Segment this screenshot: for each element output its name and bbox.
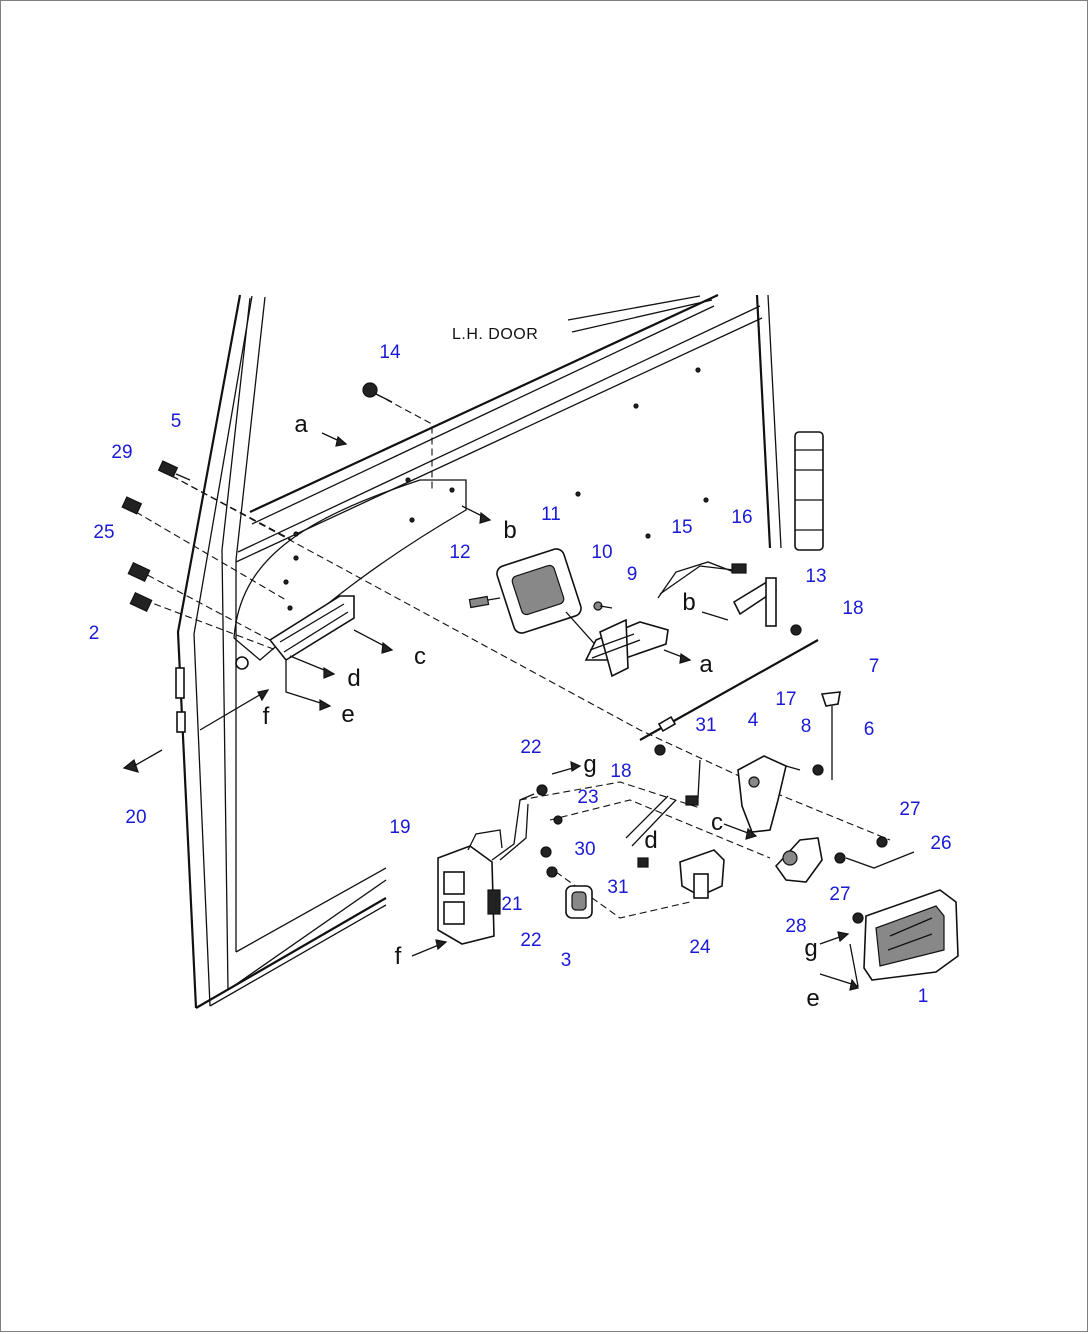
callout-c5: 5 (171, 411, 182, 432)
reference-arrows (199, 432, 860, 991)
letter-le2: e (806, 985, 819, 1012)
bolt-10 (593, 601, 613, 611)
letter-lf2: f (395, 943, 402, 970)
knob-7-rod-6 (820, 691, 841, 780)
bracket-24 (679, 849, 725, 899)
letter-lf1: f (263, 703, 270, 730)
callout-c29: 29 (111, 442, 132, 463)
door-frame (175, 294, 824, 1009)
callout-c24: 24 (689, 937, 711, 958)
callout-c1: 1 (918, 986, 929, 1007)
rod-17 (639, 639, 819, 741)
callout-c8: 8 (801, 716, 812, 737)
nut-22b (540, 846, 558, 878)
callout-c4: 4 (748, 710, 759, 731)
lock-19 (437, 793, 535, 945)
callout-c10: 10 (591, 542, 612, 563)
letter-lc1: c (414, 643, 426, 670)
leader-lines (135, 393, 891, 919)
callout-c22a: 22 (520, 737, 541, 758)
panel-hole (235, 656, 249, 670)
callout-c31b: 31 (607, 877, 628, 898)
lever-28 (774, 837, 823, 883)
callout-c27a: 27 (899, 799, 920, 820)
screw-29 (121, 496, 143, 515)
callout-c20: 20 (125, 807, 146, 828)
letter-lb2: b (682, 589, 695, 616)
nut-22a (536, 784, 548, 796)
callout-c18b: 18 (610, 761, 631, 782)
callout-c23: 23 (577, 787, 598, 808)
callout-c18a: 18 (842, 598, 863, 619)
clip-31a (685, 759, 701, 806)
striker-13 (732, 577, 778, 627)
callout-c22b: 22 (520, 930, 541, 951)
rod-26 (845, 851, 915, 869)
lock-bracket (268, 595, 355, 662)
clip-16 (731, 563, 747, 574)
letter-la2: a (699, 651, 713, 678)
letter-ld2: d (644, 827, 657, 854)
callout-c12: 12 (449, 542, 470, 563)
outer-handle-1 (852, 889, 959, 981)
callout-c3: 3 (561, 950, 572, 971)
letter-lg2: g (804, 935, 817, 962)
callout-c13: 13 (805, 566, 826, 587)
screw-20 (122, 749, 163, 773)
callout-c30: 30 (574, 839, 595, 860)
screw-25 (127, 561, 151, 583)
callout-c27b: 27 (829, 884, 850, 905)
letter-la1: a (294, 411, 308, 438)
letter-lc2: c (711, 809, 723, 836)
callout-c2: 2 (89, 623, 100, 644)
callout-c19: 19 (389, 817, 410, 838)
callout-c6: 6 (864, 719, 875, 740)
callout-c31a: 31 (695, 715, 716, 736)
callout-c16: 16 (731, 507, 752, 528)
letter-le1: e (341, 701, 354, 728)
callout-c25: 25 (93, 522, 114, 543)
bolt-12 (468, 595, 501, 609)
inner-handle-11 (496, 548, 601, 651)
bolt-5 (157, 460, 191, 481)
latch-4 (737, 755, 801, 833)
callout-c17: 17 (775, 689, 796, 710)
callout-c26: 26 (930, 833, 951, 854)
nut-8 (812, 764, 824, 776)
letter-lg1: g (583, 751, 596, 778)
callout-c21: 21 (501, 894, 522, 915)
nut-18a (790, 624, 802, 636)
panel-holes (283, 367, 709, 611)
rod-15 (657, 561, 735, 599)
diagram-title: L.H. DOOR (452, 326, 538, 343)
callout-c14: 14 (379, 342, 401, 363)
callout-c9: 9 (627, 564, 638, 585)
clip-31b (637, 857, 649, 868)
rod-30 (625, 795, 677, 847)
cylinder-3 (565, 885, 593, 919)
inner-panel-outline (233, 479, 467, 661)
callout-c15: 15 (671, 517, 692, 538)
nut-27a (876, 836, 888, 848)
nut-18b (654, 744, 666, 756)
callout-c7: 7 (869, 656, 880, 677)
callout-c11: 11 (541, 504, 561, 525)
letter-ld1: d (347, 665, 360, 692)
bolt-21 (487, 889, 501, 915)
inner-lever-9 (584, 565, 735, 678)
nut-27b (834, 852, 846, 864)
screw-2 (129, 591, 153, 613)
bolt-14 (362, 382, 393, 403)
letter-lb1: b (503, 517, 516, 544)
callout-c28: 28 (785, 916, 806, 937)
washer-23 (553, 815, 563, 825)
